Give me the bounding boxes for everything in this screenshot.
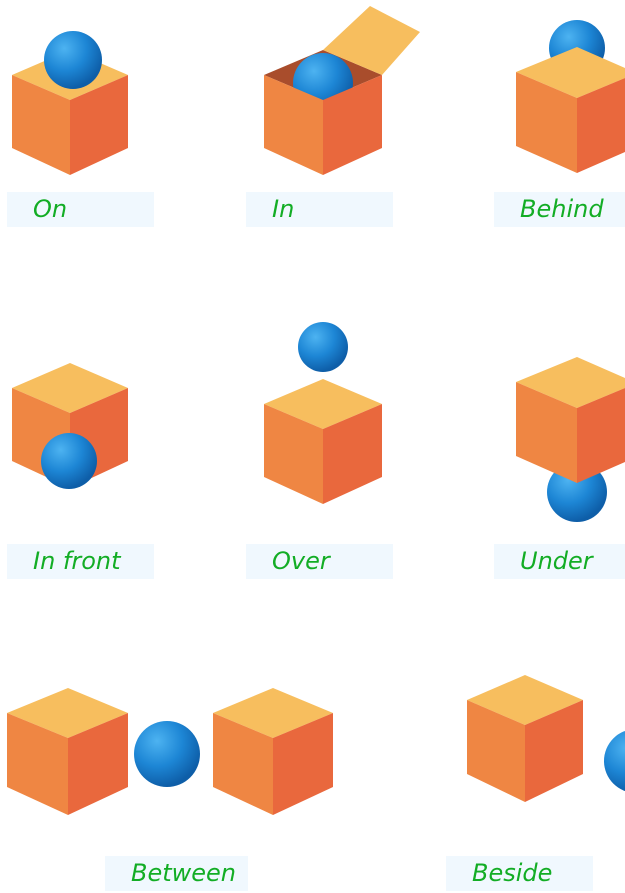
scene-between: [7, 688, 333, 815]
label-in-front: In front: [7, 544, 154, 579]
label-between: Between: [105, 856, 248, 891]
ball-icon: [604, 729, 625, 793]
scene-on: [12, 31, 128, 175]
cube-icon: [264, 379, 382, 504]
cube-icon: [467, 675, 583, 802]
ball-icon: [44, 31, 102, 89]
cube-icon: [516, 357, 625, 483]
label-beside: Beside: [446, 856, 593, 891]
cube-icon: [516, 47, 625, 173]
ball-icon: [298, 322, 348, 372]
scene-over: [264, 322, 382, 504]
label-behind: Behind: [494, 192, 625, 227]
cube-left-icon: [7, 688, 128, 815]
label-in: In: [246, 192, 393, 227]
cube-right-icon: [213, 688, 333, 815]
scene-behind: [516, 20, 625, 173]
scene-under: [516, 357, 625, 522]
label-on: On: [7, 192, 154, 227]
scene-in: [264, 6, 420, 175]
scene-beside: [467, 675, 625, 802]
label-over: Over: [246, 544, 393, 579]
ball-icon: [41, 433, 97, 489]
label-under: Under: [494, 544, 625, 579]
scene-in-front: [12, 363, 128, 489]
ball-icon: [134, 721, 200, 787]
